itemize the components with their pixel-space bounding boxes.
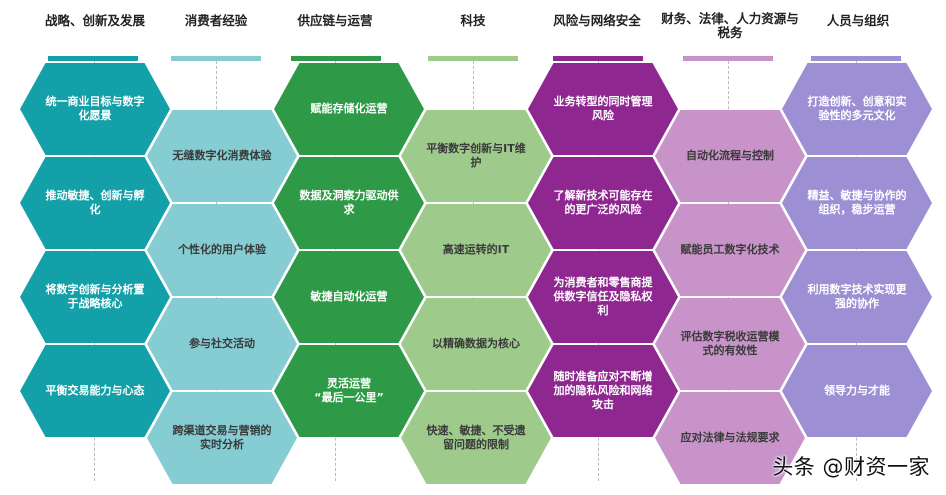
column-title-consumer: 消费者经验 <box>184 13 248 28</box>
hex-supply-2: 数据及洞察力驱动供求 <box>274 157 424 249</box>
hex-tech-1: 平衡数字创新与IT维护 <box>401 110 551 202</box>
hex-people-4: 领导力与才能 <box>782 345 932 437</box>
column-title-risk: 风险与网络安全 <box>553 13 641 28</box>
hex-supply-3: 敏捷自动化运营 <box>274 251 424 343</box>
hex-finance-3: 评估数字税收运营模式的有效性 <box>655 298 805 390</box>
watermark: 头条 @财资一家 <box>772 455 930 479</box>
column-bar-people <box>811 56 901 61</box>
hex-strategy-2: 推动敏捷、创新与孵化 <box>20 157 170 249</box>
hex-supply-4: 灵活运营 “最后一公里” <box>274 345 424 437</box>
hex-tech-2: 高速运转的IT <box>401 204 551 296</box>
hex-finance-4: 应对法律与法规要求 <box>655 392 805 484</box>
column-title-supply: 供应链与运营 <box>297 13 373 28</box>
hex-strategy-4: 平衡交易能力与心态 <box>20 345 170 437</box>
hex-consumer-2: 个性化的用户体验 <box>147 204 297 296</box>
hex-people-3: 利用数字技术实现更强的协作 <box>782 251 932 343</box>
hex-supply-1: 赋能存储化运营 <box>274 63 424 155</box>
column-bar-supply <box>291 56 381 61</box>
column-title-strategy: 战略、创新及发展 <box>44 13 145 28</box>
column-bar-consumer <box>171 56 261 61</box>
hex-risk-4: 随时准备应对不断增加的隐私风险和网络攻击 <box>528 345 678 437</box>
hex-risk-3: 为消费者和零售商提供数字信任及隐私权利 <box>528 251 678 343</box>
column-title-tech: 科技 <box>460 13 486 28</box>
column-bar-strategy <box>48 56 138 61</box>
hex-people-2: 精益、敏捷与协作的组织，稳步运营 <box>782 157 932 249</box>
hex-strategy-3: 将数字创新与分析置于战略核心 <box>20 251 170 343</box>
hex-tech-3: 以精确数据为核心 <box>401 298 551 390</box>
column-bar-risk <box>553 56 643 61</box>
column-title-finance: 财务、法律、人力资源与税务 <box>661 11 799 40</box>
hex-strategy-1: 统一商业目标与数字化愿景 <box>20 63 170 155</box>
hex-tech-4: 快速、敏捷、不受遗留问题的限制 <box>401 392 551 484</box>
hex-finance-1: 自动化流程与控制 <box>655 110 805 202</box>
column-bar-tech <box>428 56 518 61</box>
hex-consumer-3: 参与社交活动 <box>147 298 297 390</box>
hex-risk-1: 业务转型的同时管理风险 <box>528 63 678 155</box>
hex-finance-2: 赋能员工数字化技术 <box>655 204 805 296</box>
hex-people-1: 打造创新、创意和实验性的多元文化 <box>782 63 932 155</box>
hex-risk-2: 了解新技术可能存在的更广泛的风险 <box>528 157 678 249</box>
hex-consumer-4: 跨渠道交易与营销的实时分析 <box>147 392 297 484</box>
column-bar-finance <box>683 56 773 61</box>
hex-consumer-1: 无缝数字化消费体验 <box>147 110 297 202</box>
column-title-people: 人员与组织 <box>826 13 890 28</box>
